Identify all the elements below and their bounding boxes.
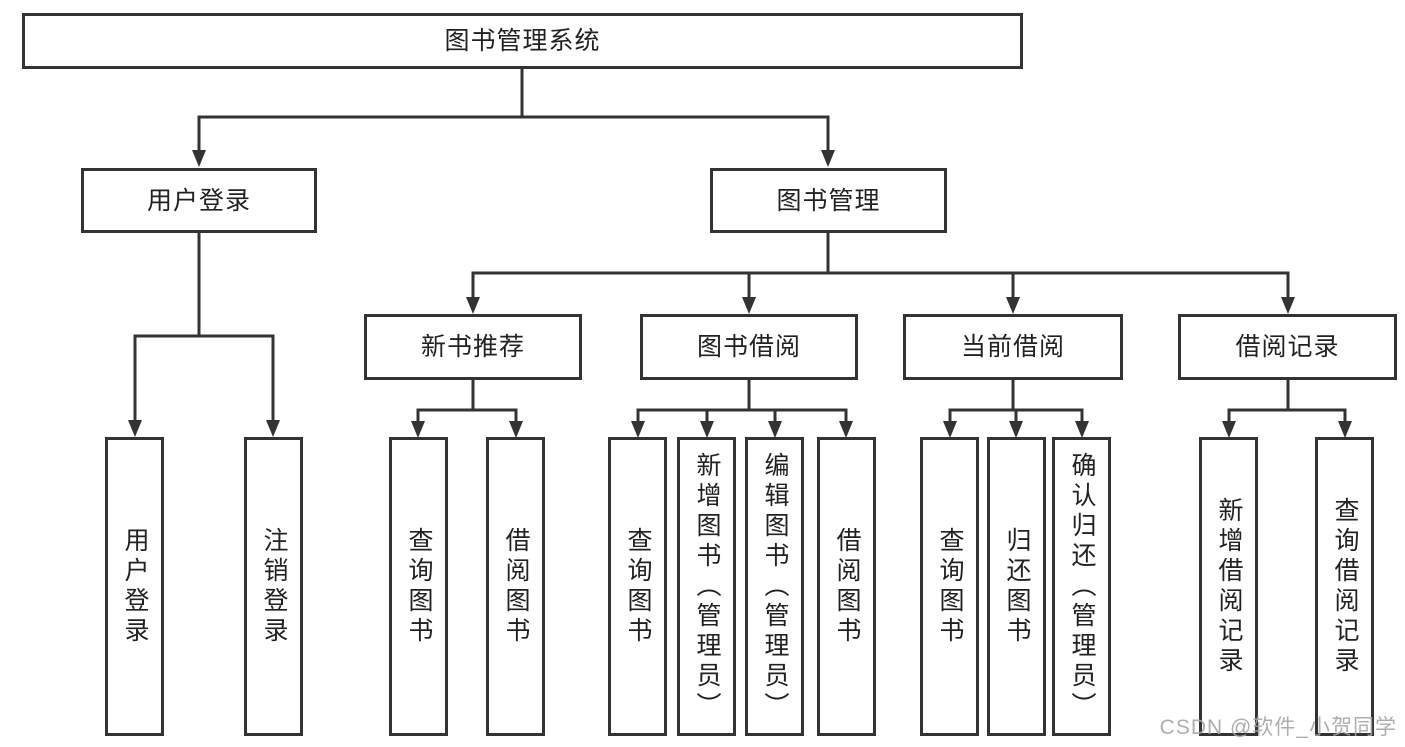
leaf-query-borrow-record: 查询借阅记录 [1315,437,1374,736]
node-book-borrowing: 图书借阅 [640,314,858,380]
node-new-book-recommendation: 新书推荐 [364,314,582,380]
node-label: 图书管理系统 [444,27,601,55]
leaf-edit-book-admin: 编辑图书（管理员） [745,437,804,736]
leaf-add-borrow-record: 新增借阅记录 [1199,437,1258,736]
node-book-management: 图书管理 [710,168,947,233]
leaf-label: 借阅图书 [833,526,861,647]
leaf-label: 确认归还（管理员） [1068,451,1096,722]
leaf-logout: 注销登录 [244,437,303,736]
leaf-label: 编辑图书（管理员） [761,451,789,722]
leaf-query-books-borrowing: 查询图书 [608,437,667,736]
node-user-login: 用户登录 [81,168,317,233]
leaf-label: 借阅图书 [502,526,530,647]
node-label: 当前借阅 [960,333,1065,361]
leaf-return-books: 归还图书 [987,437,1046,736]
leaf-label: 查询借阅记录 [1331,496,1359,677]
leaf-user-login: 用户登录 [105,437,164,736]
leaf-label: 注销登录 [260,526,288,647]
leaf-label: 查询图书 [936,526,964,647]
leaf-label: 新增图书（管理员） [693,451,721,722]
leaf-query-books-current: 查询图书 [920,437,979,736]
leaf-confirm-return-admin: 确认归还（管理员） [1052,437,1111,736]
node-label: 借阅记录 [1235,333,1340,361]
node-label: 图书借阅 [696,333,801,361]
node-current-borrowing: 当前借阅 [903,314,1123,380]
leaf-borrow-books-recommend: 借阅图书 [486,437,545,736]
leaf-label: 查询图书 [624,526,652,647]
node-label: 用户登录 [146,186,251,215]
node-borrowing-records: 借阅记录 [1178,314,1397,380]
leaf-label: 归还图书 [1003,526,1031,647]
node-library-management-system: 图书管理系统 [22,13,1023,69]
leaf-query-books-recommend: 查询图书 [389,437,448,736]
watermark: CSDN @软件_小贺同学 [1159,716,1397,739]
node-label: 新书推荐 [420,333,525,361]
leaf-label: 用户登录 [121,526,149,647]
leaf-label: 查询图书 [405,526,433,647]
node-label: 图书管理 [776,186,881,215]
leaf-borrow-books-borrowing: 借阅图书 [817,437,876,736]
leaf-label: 新增借阅记录 [1215,496,1243,677]
leaf-add-book-admin: 新增图书（管理员） [677,437,736,736]
